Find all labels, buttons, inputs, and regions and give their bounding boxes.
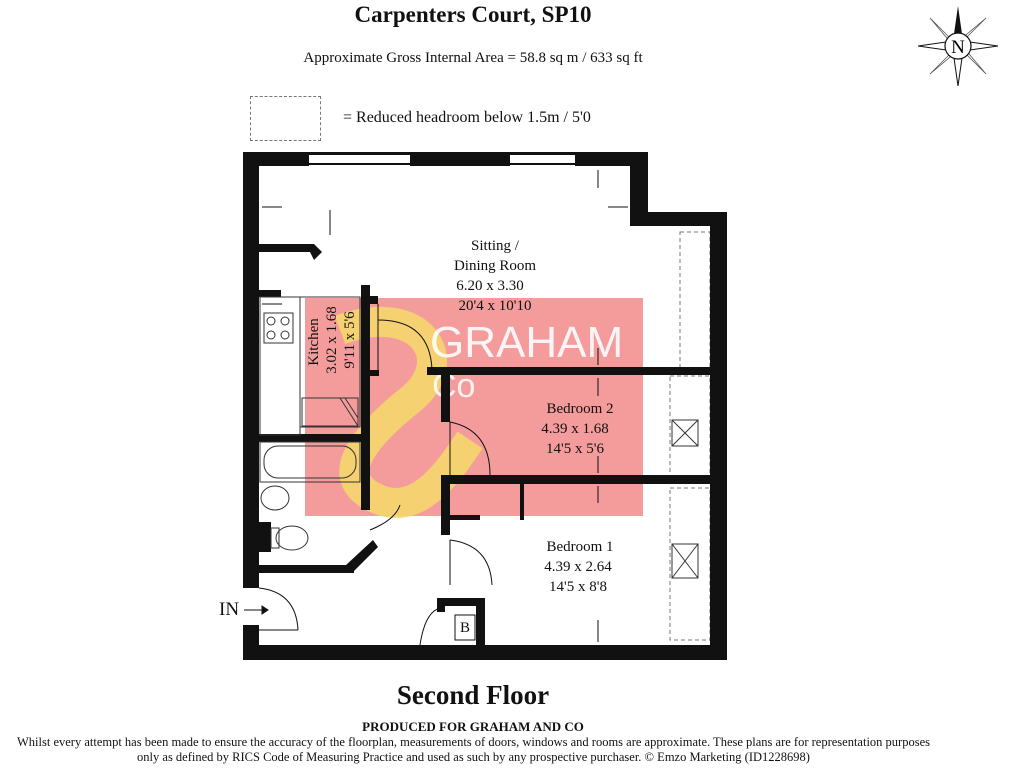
sitting-room-imperial: 20'4 x 10'10 (459, 298, 532, 314)
skylight-icons (671, 419, 699, 579)
bedroom1-name: Bedroom 1 (546, 539, 613, 555)
bathroom-fittings (259, 441, 361, 551)
bedroom1-imperial: 14'5 x 8'8 (549, 579, 607, 595)
kitchen-imperial: 9'11 x 5'6 (342, 311, 358, 369)
walls (243, 152, 727, 660)
sitting-room-metric: 6.20 x 3.30 (456, 278, 524, 294)
compass-north-letter: N (951, 37, 965, 58)
reduced-headroom-zones (669, 231, 711, 641)
watermark-text-top: GRAHAM (430, 318, 623, 367)
dimension-markers (262, 170, 628, 642)
bedroom1-metric: 4.39 x 2.64 (544, 559, 612, 575)
entrance-arrow-icon (244, 605, 269, 615)
boiler-label: B (460, 620, 470, 636)
sitting-room-name-2: Dining Room (454, 258, 536, 274)
disclaimer-text: Whilst every attempt has been made to en… (16, 735, 930, 764)
kitchen-name: Kitchen (306, 318, 322, 366)
bedroom2-imperial: 14'5 x 5'6 (546, 441, 604, 457)
reduced-headroom-legend-swatch (250, 96, 321, 141)
kitchen-fittings (259, 296, 361, 436)
produced-for-text: PRODUCED FOR GRAHAM AND CO (362, 719, 584, 734)
entrance-label: IN (219, 599, 240, 620)
bedroom2-name: Bedroom 2 (546, 401, 613, 417)
kitchen-metric: 3.02 x 1.68 (324, 306, 340, 374)
boiler-box (454, 614, 476, 641)
reduced-headroom-legend-text: = Reduced headroom below 1.5m / 5'0 (343, 109, 591, 126)
north-compass-icon: N (917, 6, 999, 87)
sitting-room-name-1: Sitting / (471, 238, 520, 254)
bedroom2-metric: 4.39 x 1.68 (541, 421, 609, 437)
plan-title: Carpenters Court, SP10 (354, 2, 592, 27)
gross-area-text: Approximate Gross Internal Area = 58.8 s… (303, 50, 643, 66)
doors (258, 210, 493, 646)
floor-title: Second Floor (396, 680, 550, 710)
